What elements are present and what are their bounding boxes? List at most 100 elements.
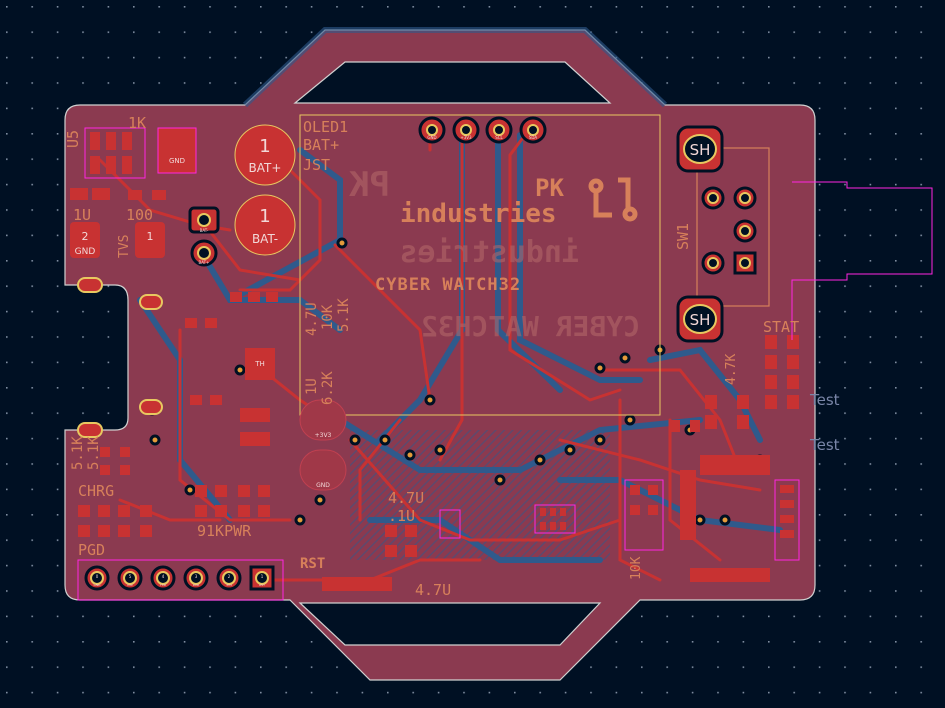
pcb-shape xyxy=(222,571,236,585)
pcb-shape xyxy=(118,505,130,517)
pcb-shape xyxy=(255,571,269,585)
pcb-shape xyxy=(294,514,306,526)
u5-chip: GND xyxy=(70,127,197,200)
pcb-shape xyxy=(234,364,246,376)
pcb-shape xyxy=(157,127,197,174)
pcb-shape xyxy=(690,420,700,432)
strap-slot-top xyxy=(293,61,612,104)
tvs-pads: 2 GND 1 xyxy=(70,222,165,258)
pcb-label: 5 xyxy=(129,574,132,579)
bat-plus-pad xyxy=(234,124,296,186)
pcb-shape xyxy=(774,479,800,561)
pcb-shape xyxy=(149,434,161,446)
pcb-label: IO0 xyxy=(127,583,132,587)
pcb-shape xyxy=(534,454,546,466)
pcb-shape xyxy=(780,515,794,523)
pcb-shape xyxy=(550,508,556,516)
smd-components: TH +3V3 GND xyxy=(78,292,800,591)
pcb-shape xyxy=(77,422,103,438)
pcb-shape xyxy=(100,465,110,475)
pcb-shape xyxy=(739,225,751,237)
pcb-label: GND xyxy=(316,482,330,489)
pcb-label: BAT- xyxy=(200,228,209,233)
sw1-encoder[interactable]: SH SH xyxy=(676,125,933,343)
pcb-shape xyxy=(624,414,636,426)
sh-pad-bottom: SH xyxy=(690,311,711,329)
battery-pads[interactable]: 1 BAT+ 1 BAT- BAT- BAT+ xyxy=(188,124,296,267)
pcb-shape xyxy=(705,415,717,429)
pcb-label: GND xyxy=(75,247,96,257)
pcb-shape xyxy=(494,474,506,486)
ref-5k1-b: 5.1K xyxy=(86,436,102,470)
ref-1k: 1K xyxy=(128,114,146,132)
pcb-shape xyxy=(598,368,742,472)
programming-header[interactable]: 0 5 4 3 2 1 GND IO0 TXD RXD 3V3 RST xyxy=(77,559,284,601)
pcb-shape xyxy=(618,177,631,208)
pcb-label: BAT- xyxy=(252,232,278,246)
pcb-shape xyxy=(439,509,461,539)
pcb-shape xyxy=(405,525,417,537)
pcb-shape xyxy=(787,395,799,409)
pcb-shape xyxy=(780,485,794,493)
pcb-shape xyxy=(780,500,794,508)
pcb-shape xyxy=(242,27,668,108)
pcb-shape xyxy=(118,525,130,537)
pcb-shape xyxy=(780,530,794,538)
pcb-shape xyxy=(379,434,391,446)
pcb-shape xyxy=(648,505,658,515)
ref-6k2: 6.2K xyxy=(320,371,336,405)
pcb-shape xyxy=(705,395,717,409)
pcb-label: 2 xyxy=(228,574,231,579)
logo-pk: PK xyxy=(535,174,564,202)
pcb-shape xyxy=(648,485,658,495)
logo-industries: industries xyxy=(400,199,557,229)
pcb-shape xyxy=(90,571,104,585)
ref-cap-4u7: 4.7U xyxy=(388,489,424,507)
ref-pgd: PGD xyxy=(78,541,105,559)
pcb-shape xyxy=(707,192,719,204)
logo-cyber-watch: CYBER WATCH32 xyxy=(375,275,521,295)
pcb-shape xyxy=(534,504,576,534)
pcb-shape xyxy=(647,346,763,443)
pcb-shape xyxy=(765,355,777,369)
pcb-shape xyxy=(84,127,146,179)
pcb-shape xyxy=(299,449,347,491)
pcb-shape: PK industries CYBER WATCH32 xyxy=(349,165,640,343)
pcb-shape xyxy=(791,181,933,340)
pcb-shape xyxy=(493,124,505,136)
pcb-shape xyxy=(624,479,664,551)
pcb-shape xyxy=(680,470,696,540)
pcb-shape xyxy=(140,505,152,517)
pcb-shape xyxy=(787,355,799,369)
ref-vert-5k1: 5.1K xyxy=(336,298,352,332)
ref-tvs: TVS xyxy=(117,235,132,258)
ref-oled: OLED1 xyxy=(303,118,348,136)
ref-vert-4u7: 4.7U xyxy=(304,302,320,336)
pcb-label: GND xyxy=(427,135,436,140)
pcb-shape xyxy=(258,485,270,497)
logo-cyber-watch-mirrored: CYBER WATCH32 xyxy=(421,310,640,343)
oled-courtyard xyxy=(299,114,661,416)
pcb-shape xyxy=(128,190,142,200)
pcb-shape xyxy=(258,505,270,517)
pcb-shape xyxy=(540,522,546,530)
front-copper-traces xyxy=(98,133,762,582)
pcb-shape xyxy=(90,156,100,174)
pcb-shape xyxy=(185,318,197,328)
pcb-shape xyxy=(405,545,417,557)
pcb-shape xyxy=(787,375,799,389)
pcb-shape xyxy=(152,190,166,200)
pcb-shape xyxy=(739,257,751,269)
pcb-shape xyxy=(765,375,777,389)
pcb-shape xyxy=(594,362,606,374)
pcb-shape xyxy=(765,395,777,409)
pcb-shape xyxy=(245,348,275,380)
pcb-shape xyxy=(70,188,88,200)
pcb-shape xyxy=(120,465,130,475)
pcb-shape xyxy=(205,318,217,328)
pcb-shape xyxy=(100,447,110,457)
pcb-shape xyxy=(230,292,242,302)
pcb-label: TH xyxy=(254,360,265,368)
